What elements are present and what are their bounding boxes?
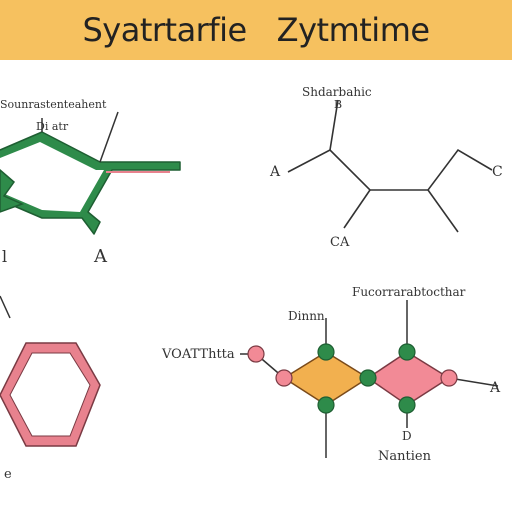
title-banner [0,0,512,60]
diagonal-line [0,295,11,319]
label-top: Fucorrarabtocthar [352,285,466,299]
node-pink [440,369,458,387]
node-green [317,343,335,361]
title-left: Syatrtarfie [82,11,247,49]
skeleton-chain [287,148,493,191]
bond-line [99,111,119,163]
bond-down-right [427,189,459,233]
bottom-right-labels: Fucorrarabtocthar Dinnn VOATThtta A D Na… [161,285,501,464]
bottom-left-hexagon: e [0,295,101,482]
green-blob [0,169,25,213]
label-corner: A [93,246,108,267]
node-green [317,396,335,414]
label-bottom-sub: D [402,429,412,443]
label-bottom-left: l [2,247,7,266]
node-pink [247,345,265,363]
top-left-molecule: Sounrastenteahent Di atr A l [0,98,181,267]
label-corner: e [4,467,12,482]
node-green [398,343,416,361]
label-top: Shdarbahic [302,85,372,99]
green-chain-inner [0,142,104,212]
label-bottom: CA [330,235,350,250]
label-sub: Di atr [36,120,69,133]
top-right-labels: Shdarbahic B A C CA [269,85,503,250]
label-left: A [269,164,281,180]
node-pink [275,369,293,387]
bond-up [329,99,339,151]
top-right-skeleton [287,99,493,233]
node-green [398,396,416,414]
node-green [359,369,377,387]
bond-down-left [343,189,371,229]
label-top-sub: B [334,98,342,111]
label-right: A [489,380,501,396]
label-top: Sounrastenteahent [0,98,107,111]
hexagon-inner [9,352,91,437]
title-right: Zytmtime [276,11,430,49]
label-node: Dinnn [288,309,325,323]
bottom-right-molecule [240,300,499,458]
label-left: VOATThtta [161,347,235,362]
label-right: C [492,164,503,180]
label-bottom: Nantien [378,449,432,464]
page-title: Syatrtarfie Zytmtime [0,8,512,52]
